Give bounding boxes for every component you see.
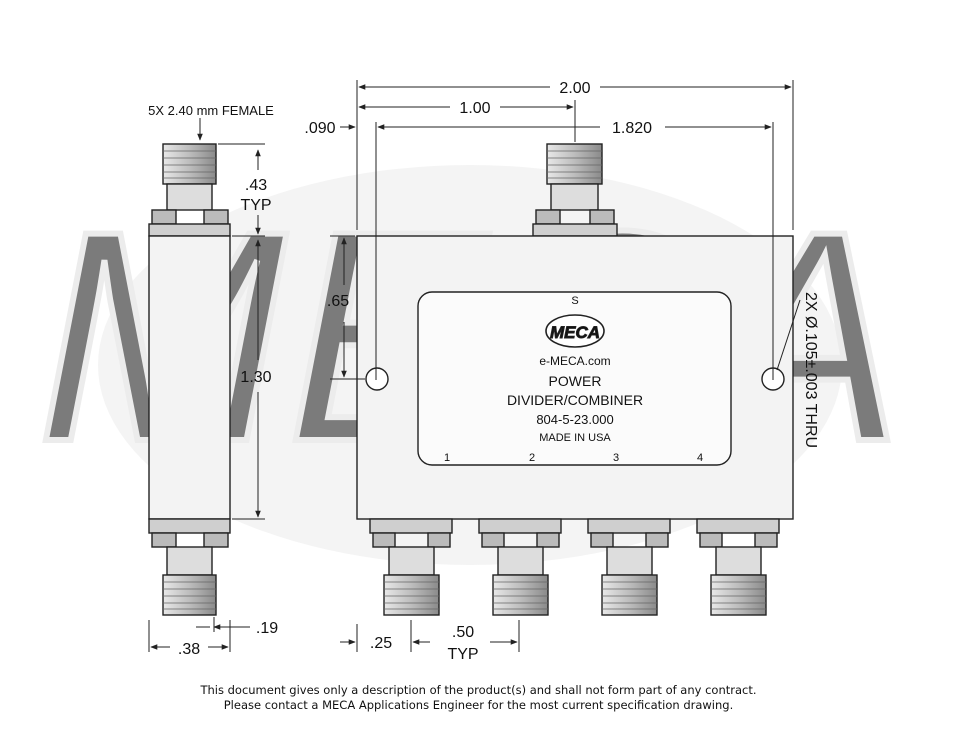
plate-title-line2: DIVIDER/COMBINER — [507, 392, 643, 408]
side-view-dimension-lines — [148, 118, 265, 652]
dim-edge-offset: .090 — [304, 120, 335, 137]
output-connector-1 — [369, 518, 453, 616]
made-in-label: MADE IN USA — [539, 432, 611, 444]
port-number-3: 3 — [613, 452, 619, 464]
label-plate: S MECA e-MECA.com POWER DIVIDER/COMBINER… — [444, 295, 703, 464]
port-number-2: 2 — [529, 452, 535, 464]
dim-port-pitch: .50 — [452, 624, 474, 641]
output-connector-2 — [478, 518, 562, 616]
website-label: e-MECA.com — [539, 354, 610, 368]
front-view-dimension-lines — [330, 80, 801, 652]
sum-port-label: S — [571, 295, 578, 307]
dim-body-height: 1.30 — [240, 369, 271, 386]
dim-hole-height: .65 — [327, 293, 349, 310]
footer-disclaimer-line1: This document gives only a description o… — [200, 683, 757, 697]
dim-width: .38 — [178, 641, 200, 658]
connector-note: 5X 2.40 mm FEMALE — [148, 103, 274, 118]
dim-connector-height: .43 — [245, 177, 267, 194]
meca-logo-text: MECA — [550, 323, 600, 342]
dim-hole-note: 2X Ø.105±.003 THRU — [802, 292, 819, 448]
dim-connector-height-note: TYP — [240, 197, 271, 214]
port-number-4: 4 — [697, 452, 703, 464]
plate-title-line1: POWER — [549, 373, 602, 389]
dim-port-pitch-note: TYP — [447, 646, 478, 663]
footer-disclaimer-line2: Please contact a MECA Applications Engin… — [223, 698, 734, 712]
dim-center: 1.00 — [459, 100, 490, 117]
dim-first-port: .25 — [370, 635, 392, 652]
output-connector-4 — [696, 518, 780, 616]
front-view — [356, 143, 794, 616]
dim-overall-width: 2.00 — [559, 80, 590, 97]
meca-logo — [545, 314, 605, 348]
dim-offset: .19 — [256, 620, 278, 637]
port-number-1: 1 — [444, 452, 450, 464]
dim-hole-spacing: 1.820 — [612, 120, 652, 137]
part-number: 804-5-23.000 — [536, 412, 613, 427]
side-view — [148, 143, 231, 616]
output-connector-3 — [587, 518, 671, 616]
